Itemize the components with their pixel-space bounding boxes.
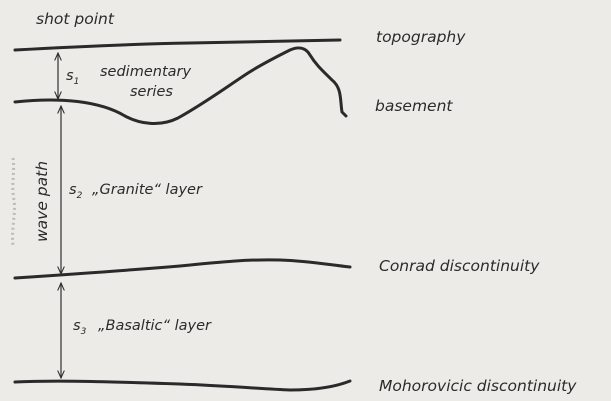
s1-name-line1: sedimentary — [100, 64, 191, 80]
s2-symbol: s2 — [69, 182, 83, 201]
conrad-discontinuity-line — [15, 260, 350, 278]
basement-label: basement — [375, 97, 453, 115]
mohorovicic-discontinuity-label: Mohorovicic discontinuity — [379, 377, 577, 395]
topography-label: topography — [376, 28, 466, 46]
basement-line — [15, 48, 346, 124]
wave-path-label: wave path — [33, 161, 51, 242]
mohorovicic-discontinuity-line — [15, 381, 350, 390]
scan-mark — [13, 158, 15, 246]
s3-symbol: s3 — [73, 318, 87, 337]
s3-name: „Basaltic“ layer — [98, 318, 212, 334]
s2-name: „Granite“ layer — [92, 182, 203, 198]
conrad-discontinuity-label: Conrad discontinuity — [379, 257, 540, 275]
shot-point-label: shot point — [36, 10, 115, 28]
s1-symbol: s1 — [66, 68, 79, 87]
s1-name-line2: series — [130, 84, 173, 100]
